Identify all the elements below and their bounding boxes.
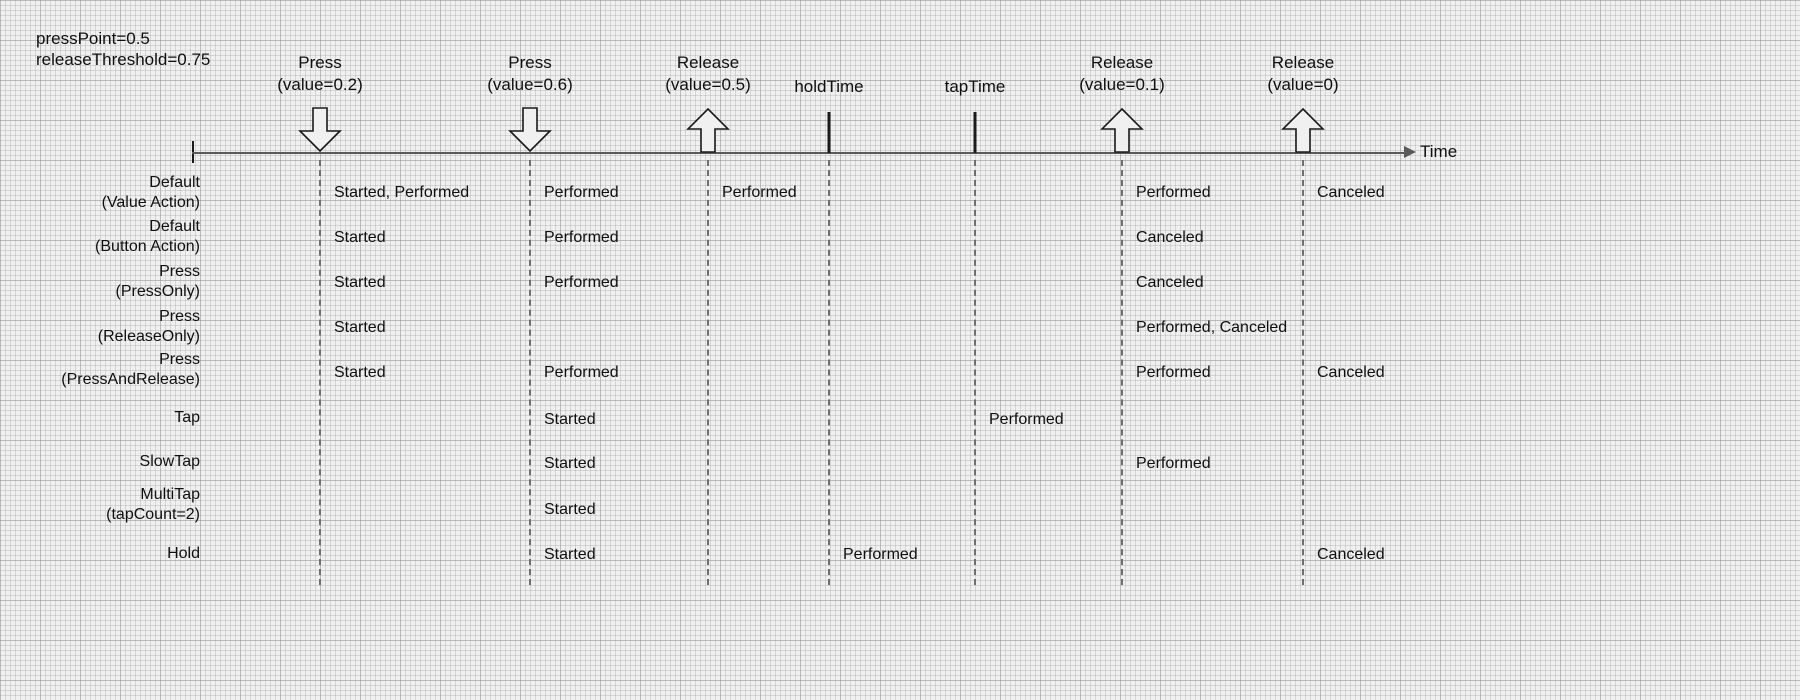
cell-press-releaseonly-press-1: Started [334,319,386,336]
cell-press-pressandrelease-release-2: Performed [1136,364,1211,381]
cell-default-value-action-press-2: Performed [544,184,619,201]
event-label-hold-time: holdTime [794,77,864,96]
cell-press-pressonly-press-2: Performed [544,274,619,291]
cell-multitap-press-2: Started [544,501,596,518]
cell-hold-release-3: Canceled [1317,546,1385,563]
row-label-press-releaseonly: Press (ReleaseOnly) [97,308,200,345]
press-arrow-icon-press-1 [297,107,343,153]
event-label-release-1: Release (value=0.5) [665,53,751,94]
event-label-press-1: Press (value=0.2) [277,53,363,94]
guide-line-hold-time [828,160,830,585]
press-arrow-icon-press-2 [507,107,553,153]
row-label-tap: Tap [174,409,200,426]
cell-tap-press-2: Started [544,411,596,428]
cell-press-releaseonly-release-2: Performed, Canceled [1136,319,1288,336]
cell-default-value-action-release-2: Performed [1136,184,1211,201]
event-label-press-2: Press (value=0.6) [487,53,573,94]
row-label-press-pressandrelease: Press (PressAndRelease) [61,351,200,388]
row-label-slowtap: SlowTap [139,453,200,470]
release-arrow-icon-release-1 [685,107,731,153]
cell-press-pressonly-release-2: Canceled [1136,274,1204,291]
cell-default-value-action-release-1: Performed [722,184,797,201]
cell-press-pressandrelease-press-2: Performed [544,364,619,381]
cell-press-pressandrelease-release-3: Canceled [1317,364,1385,381]
row-label-hold: Hold [167,545,200,562]
guide-line-release-1 [707,160,709,585]
timeline-axis [192,152,1410,154]
time-tick-tap-time [973,112,977,153]
parameters-note: pressPoint=0.5 releaseThreshold=0.75 [36,29,211,69]
guide-line-release-2 [1121,160,1123,585]
axis-arrowhead-icon [1404,146,1416,158]
cell-slowtap-release-2: Performed [1136,455,1211,472]
release-arrow-icon-release-2 [1099,107,1145,153]
row-label-press-pressonly: Press (PressOnly) [115,263,200,300]
cell-press-pressandrelease-press-1: Started [334,364,386,381]
release-arrow-icon-release-3 [1280,107,1326,153]
guide-line-release-3 [1302,160,1304,585]
guide-line-tap-time [974,160,976,585]
guide-line-press-1 [319,160,321,585]
cell-default-value-action-press-1: Started, Performed [334,184,470,201]
event-label-release-2: Release (value=0.1) [1079,53,1165,94]
cell-default-button-action-press-1: Started [334,229,386,246]
cell-default-button-action-press-2: Performed [544,229,619,246]
cell-press-pressonly-press-1: Started [334,274,386,291]
cell-default-value-action-release-3: Canceled [1317,184,1385,201]
row-label-default-button-action: Default (Button Action) [95,218,200,255]
cell-hold-hold-time: Performed [843,546,918,563]
cell-hold-press-2: Started [544,546,596,563]
cell-slowtap-press-2: Started [544,455,596,472]
cell-tap-tap-time: Performed [989,411,1064,428]
guide-line-press-2 [529,160,531,585]
event-label-release-3: Release (value=0) [1267,53,1339,94]
cell-default-button-action-release-2: Canceled [1136,229,1204,246]
row-label-multitap: MultiTap (tapCount=2) [106,486,200,523]
row-label-default-value-action: Default (Value Action) [101,174,200,211]
time-tick-hold-time [827,112,831,153]
event-label-tap-time: tapTime [944,77,1006,96]
axis-label-time: Time [1420,142,1458,161]
